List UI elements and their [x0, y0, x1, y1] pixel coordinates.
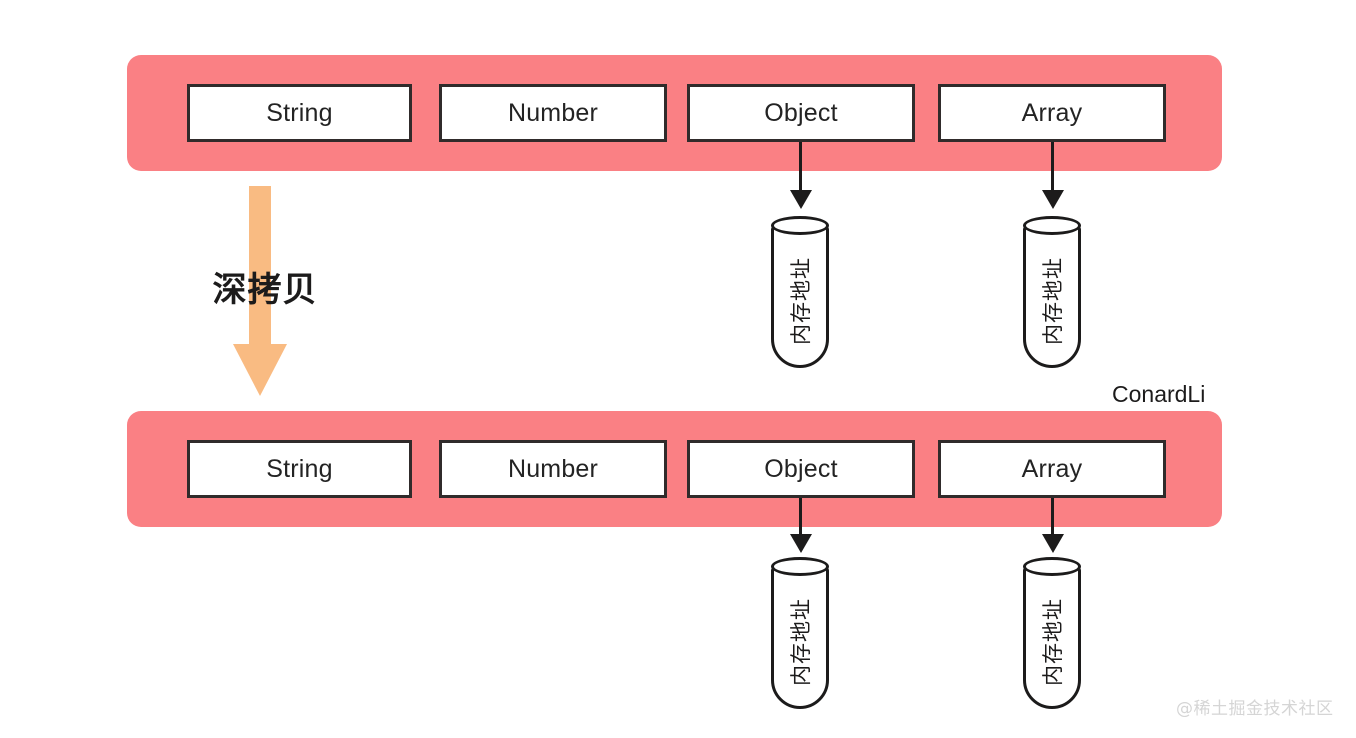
- tube-body-icon: [1023, 224, 1081, 368]
- memory-address-tube-target-array: 内存地址: [1023, 557, 1081, 709]
- memory-address-label: 内存地址: [790, 598, 813, 686]
- tube-rim-icon: [1023, 216, 1081, 235]
- tube-body-icon: [771, 224, 829, 368]
- memory-address-label: 内存地址: [790, 257, 813, 345]
- arrow-shaft: [249, 186, 271, 348]
- author-label: ConardLi: [1112, 381, 1206, 407]
- target-box-number[interactable]: Number: [439, 440, 667, 498]
- arrowhead-target-object: [790, 534, 812, 553]
- connector-line-target-object: [799, 498, 802, 538]
- memory-address-tube-source-array: 内存地址: [1023, 216, 1081, 368]
- target-box-object[interactable]: Object: [687, 440, 915, 498]
- tube-rim-icon: [771, 216, 829, 235]
- target-box-array[interactable]: Array: [938, 440, 1166, 498]
- memory-address-label: 内存地址: [1042, 257, 1065, 345]
- target-box-object-label: Object: [764, 454, 838, 483]
- arrowhead-source-array: [1042, 190, 1064, 209]
- tube-rim-icon: [1023, 557, 1081, 576]
- source-box-string[interactable]: String: [187, 84, 412, 142]
- source-box-string-label: String: [266, 98, 333, 127]
- connector-line-target-array: [1051, 498, 1054, 538]
- source-box-array[interactable]: Array: [938, 84, 1166, 142]
- memory-address-tube-source-object: 内存地址: [771, 216, 829, 368]
- connector-line-source-object: [799, 142, 802, 194]
- connector-line-source-array: [1051, 142, 1054, 194]
- source-box-array-label: Array: [1021, 98, 1083, 127]
- tube-rim-icon: [771, 557, 829, 576]
- target-box-array-label: Array: [1021, 454, 1083, 483]
- source-box-number[interactable]: Number: [439, 84, 667, 142]
- target-box-string[interactable]: String: [187, 440, 412, 498]
- source-box-object-label: Object: [764, 98, 838, 127]
- tube-body-icon: [771, 565, 829, 709]
- deep-copy-label: 深拷贝: [212, 270, 318, 310]
- memory-address-label: 内存地址: [1042, 598, 1065, 686]
- source-box-object[interactable]: Object: [687, 84, 915, 142]
- watermark: @稀土掘金技术社区: [1176, 699, 1334, 719]
- arrow-head: [233, 344, 287, 396]
- tube-body-icon: [1023, 565, 1081, 709]
- target-box-string-label: String: [266, 454, 333, 483]
- target-box-number-label: Number: [507, 454, 599, 483]
- arrowhead-source-object: [790, 190, 812, 209]
- source-box-number-label: Number: [507, 98, 599, 127]
- deep-copy-arrow-icon: [225, 186, 295, 396]
- arrowhead-target-array: [1042, 534, 1064, 553]
- memory-address-tube-target-object: 内存地址: [771, 557, 829, 709]
